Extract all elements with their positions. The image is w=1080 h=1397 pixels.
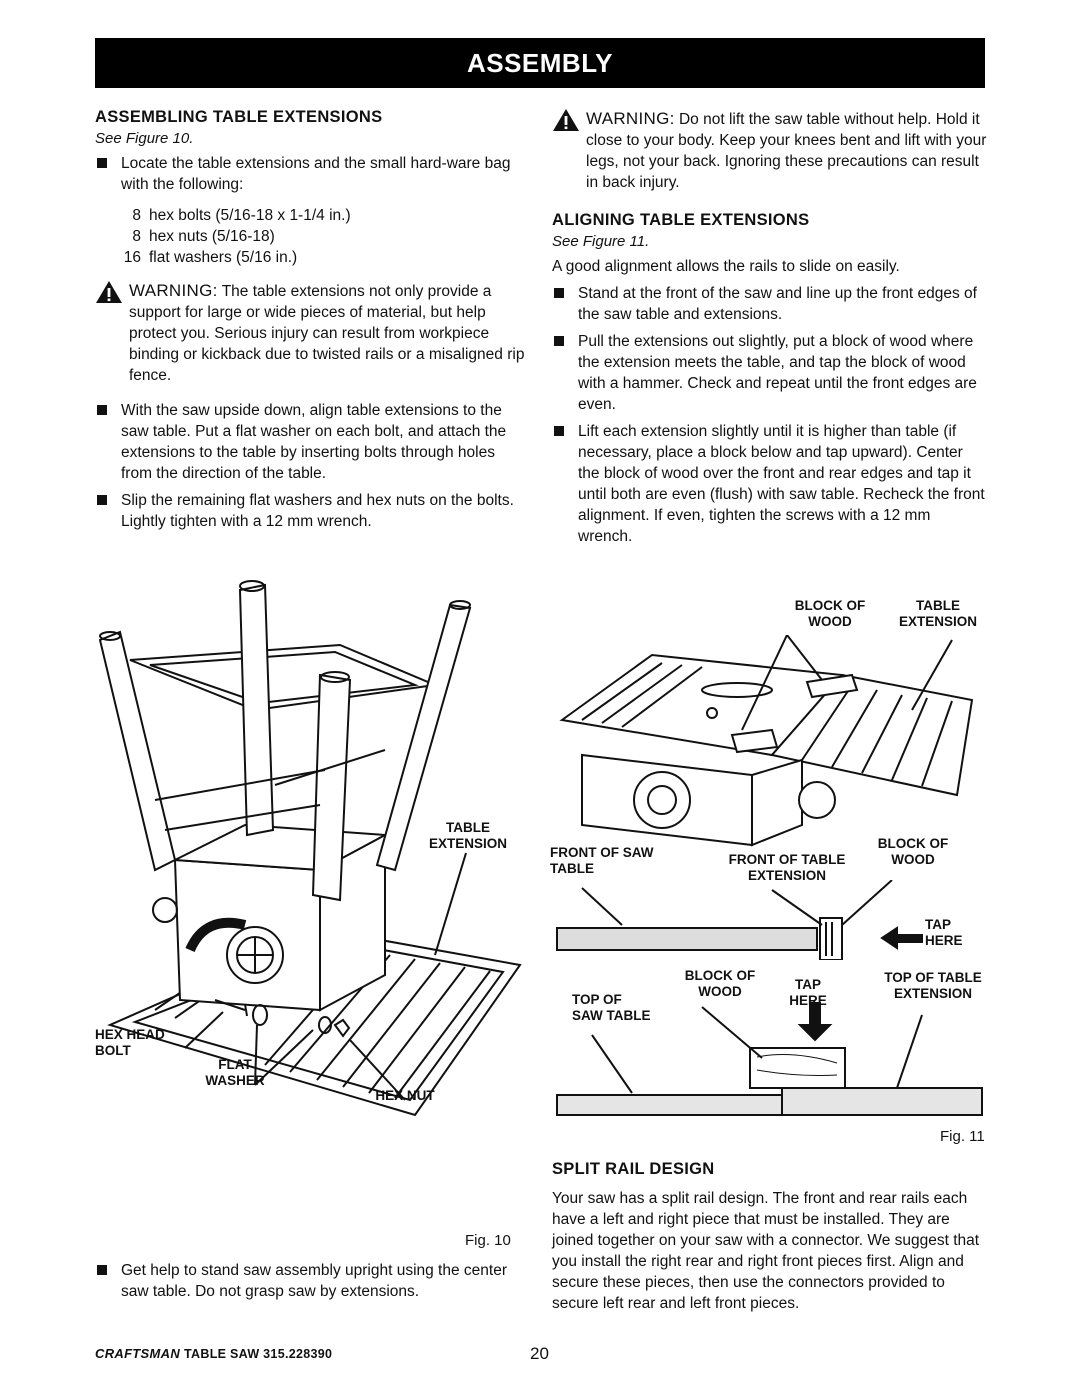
- figure-10-number: Fig. 10: [465, 1232, 511, 1249]
- part-desc: hex bolts (5/16-18 x 1-1/4 in.): [149, 207, 351, 224]
- part-desc: hex nuts (5/16-18): [149, 228, 275, 245]
- bullet-text: Locate the table extensions and the smal…: [121, 155, 511, 193]
- label-table-extension: TABLE EXTENSION: [898, 598, 977, 629]
- bullet-item: Get help to stand saw assembly upright u…: [95, 1260, 525, 1302]
- bullet-item: With the saw upside down, align table ex…: [95, 400, 525, 484]
- aligning-intro: A good alignment allows the rails to sli…: [552, 258, 900, 275]
- footer-model: TABLE SAW 315.228390: [184, 1347, 333, 1361]
- bullet-square-icon: [97, 1265, 107, 1275]
- warning-triangle-icon: [95, 280, 129, 386]
- bullet-text: Get help to stand saw assembly upright u…: [121, 1262, 507, 1300]
- warning-text: Do not lift the saw table without help. …: [586, 111, 987, 191]
- bullet-text: With the saw upside down, align table ex…: [121, 402, 507, 482]
- bullet-item: Pull the extensions out slightly, put a …: [552, 331, 988, 415]
- label-block-of-wood-2: BLOCK OF WOOD: [877, 836, 949, 867]
- warning-block: WARNING: The table extensions not only p…: [95, 280, 525, 386]
- brand-logo: CRAFTSMAN: [95, 1346, 181, 1361]
- bullet-text: Slip the remaining flat washers and hex …: [121, 492, 514, 530]
- warning-text-block: WARNING: The table extensions not only p…: [129, 280, 525, 386]
- warning-text: The table extensions not only provide a …: [129, 283, 525, 384]
- page-number: 20: [530, 1344, 549, 1363]
- warning-block: WARNING: Do not lift the saw table witho…: [552, 108, 988, 193]
- warning-label: WARNING:: [129, 281, 218, 300]
- assembling-heading: ASSEMBLING TABLE EXTENSIONS: [95, 108, 383, 126]
- bullet-item: Locate the table extensions and the smal…: [95, 153, 525, 195]
- label-hex-nut: HEX NUT: [375, 1088, 435, 1103]
- bullet-text: Pull the extensions out slightly, put a …: [578, 333, 977, 413]
- bullet-text: Lift each extension slightly until it is…: [578, 423, 985, 545]
- bullet-square-icon: [554, 288, 564, 298]
- label-tap-here: TAP HERE: [925, 917, 963, 948]
- warning-triangle-icon: [552, 108, 586, 193]
- parts-list-item: 8 hex bolts (5/16-18 x 1-1/4 in.): [121, 205, 525, 226]
- label-block-of-wood-3: BLOCK OF WOOD: [684, 968, 756, 999]
- right-column: WARNING: Do not lift the saw table witho…: [552, 108, 988, 553]
- figure-11-number: Fig. 11: [940, 1128, 985, 1145]
- part-desc: flat washers (5/16 in.): [149, 249, 298, 266]
- section-banner: ASSEMBLY: [95, 38, 985, 88]
- figure-11-top-edge-detail: [556, 1002, 983, 1116]
- bullet-text: Stand at the front of the saw and line u…: [578, 285, 977, 323]
- parts-list-item: 16 flat washers (5/16 in.): [121, 247, 525, 268]
- label-top-of-saw-table: TOP OF SAW TABLE: [572, 992, 651, 1023]
- figure-11-saw-illustration: [559, 635, 974, 847]
- bullet-square-icon: [554, 426, 564, 436]
- warning-label: WARNING:: [586, 109, 675, 128]
- label-block-of-wood: BLOCK OF WOOD: [794, 598, 866, 629]
- bullet-square-icon: [554, 336, 564, 346]
- label-table-extension: TABLE EXTENSION: [428, 820, 507, 851]
- label-hex-head-bolt: HEX HEAD BOLT: [95, 1027, 165, 1058]
- bullet-square-icon: [97, 405, 107, 415]
- label-flat-washer: FLAT WASHER: [205, 1057, 265, 1088]
- split-rail-text: Your saw has a split rail design. The fr…: [552, 1190, 980, 1312]
- aligning-heading: ALIGNING TABLE EXTENSIONS: [552, 211, 810, 229]
- label-front-of-table-extension: FRONT OF TABLE EXTENSION: [728, 852, 846, 883]
- parts-list-item: 8 hex nuts (5/16-18): [121, 226, 525, 247]
- see-figure-10: See Figure 10.: [95, 130, 194, 147]
- part-qty: 8: [132, 207, 141, 224]
- bullet-item: Slip the remaining flat washers and hex …: [95, 490, 525, 532]
- label-top-of-table-extension: TOP OF TABLE EXTENSION: [884, 970, 982, 1001]
- bullet-item: Stand at the front of the saw and line u…: [552, 283, 988, 325]
- see-figure-11: See Figure 11.: [552, 233, 650, 250]
- split-rail-section: SPLIT RAIL DESIGN Your saw has a split r…: [552, 1160, 988, 1314]
- bullet-item: Lift each extension slightly until it is…: [552, 421, 988, 547]
- figure-10-illustration: [98, 580, 522, 1117]
- bullet-square-icon: [97, 495, 107, 505]
- split-rail-heading: SPLIT RAIL DESIGN: [552, 1160, 715, 1178]
- bullet-square-icon: [97, 158, 107, 168]
- figure-11-front-edge-detail: [556, 880, 923, 960]
- part-qty: 8: [132, 228, 141, 245]
- left-column: ASSEMBLING TABLE EXTENSIONS See Figure 1…: [95, 108, 525, 538]
- parts-list: 8 hex bolts (5/16-18 x 1-1/4 in.) 8 hex nu…: [121, 205, 525, 268]
- part-qty: 16: [123, 249, 141, 266]
- label-front-of-saw-table: FRONT OF SAW TABLE: [550, 845, 654, 876]
- warning-text-block: WARNING: Do not lift the saw table witho…: [586, 108, 988, 193]
- section-title: ASSEMBLY: [466, 47, 614, 78]
